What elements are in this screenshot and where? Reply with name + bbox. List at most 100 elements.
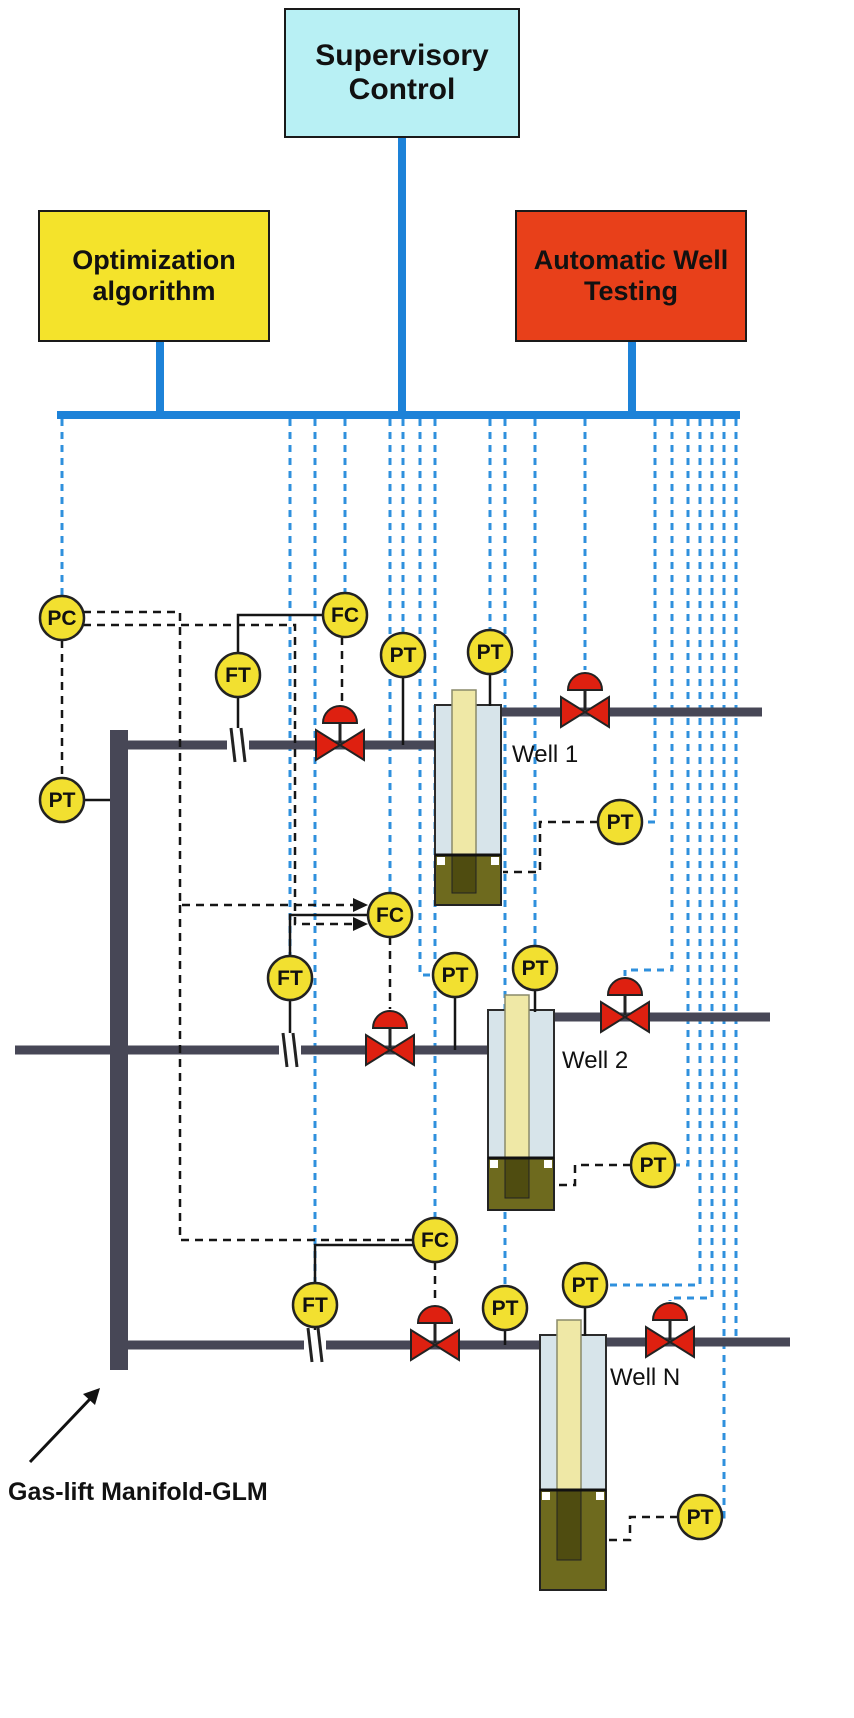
instrument-tag: PT xyxy=(49,789,76,812)
ft3-to-fc3-link xyxy=(313,1243,413,1283)
instrument-circle xyxy=(596,798,644,846)
well-2 xyxy=(487,994,555,1211)
arrow-shaft xyxy=(28,1397,92,1464)
instrument-pt-well2-bottomhole: PT xyxy=(629,1141,677,1189)
ft1-to-fc1-link xyxy=(236,613,323,653)
signal-line xyxy=(623,419,674,976)
automatic-well-testing-box: Automatic Well Testing xyxy=(515,210,747,342)
instrument-circle xyxy=(481,1284,529,1332)
arrowhead-icon xyxy=(353,898,368,912)
instrument-tag: PT xyxy=(492,1297,519,1320)
signal-line xyxy=(722,419,726,1519)
welln-tubing-shoe xyxy=(556,1489,582,1561)
well2-tubing-shoe xyxy=(504,1157,530,1199)
production-valve-well2 xyxy=(599,976,651,1034)
instrument-circle xyxy=(266,954,314,1002)
instrument-pt-well2-wellhead: PT xyxy=(511,944,559,992)
ft2-to-fc2-link xyxy=(288,913,368,956)
well2-bottomhole-pt-link xyxy=(556,1163,631,1187)
production-valve-well1 xyxy=(559,671,611,729)
instrument-tag: PT xyxy=(687,1506,714,1529)
injection-choke-valve-well1 xyxy=(314,704,366,762)
well-1 xyxy=(434,689,502,906)
production-valve-welln xyxy=(644,1301,696,1359)
instrument-ft-welln: FT xyxy=(291,1281,339,1329)
signal-line xyxy=(642,419,657,824)
well1-perforation-left xyxy=(437,857,445,865)
well1-label: Well 1 xyxy=(512,741,578,768)
pc-to-fc2-signal xyxy=(83,610,354,907)
instrument-pt-well1-bottomhole: PT xyxy=(596,798,644,846)
instrument-circle xyxy=(629,1141,677,1189)
instrument-pt-manifold: PT xyxy=(38,776,86,824)
instrument-circle xyxy=(321,591,369,639)
welln-bottomhole-pt-link xyxy=(608,1515,678,1542)
instrument-circle xyxy=(38,776,86,824)
signal-line xyxy=(668,419,714,1301)
orifice-plate-well1 xyxy=(225,726,251,764)
instrument-pt-welln-bottomhole: PT xyxy=(676,1493,724,1541)
instrument-circle xyxy=(379,631,427,679)
well1-tubing xyxy=(451,689,477,856)
instrument-circle xyxy=(561,1261,609,1309)
instrument-fc-welln: FC xyxy=(411,1216,459,1264)
instrument-tag: FT xyxy=(277,967,303,990)
instrument-pt-welln-injection: PT xyxy=(481,1284,529,1332)
instrument-pc-manifold: PC xyxy=(38,594,86,642)
well1-perforation-right xyxy=(491,857,499,865)
automatic-well-testing-label: Automatic Well Testing xyxy=(533,244,729,306)
instrument-tag: PT xyxy=(572,1274,599,1297)
optimization-algorithm-box: Optimization algorithm xyxy=(38,210,270,342)
instrument-circle xyxy=(411,1216,459,1264)
piping xyxy=(15,707,790,1370)
instrument-tag: PT xyxy=(477,641,504,664)
instrument-tag: FT xyxy=(302,1294,328,1317)
instrument-tag: FT xyxy=(225,664,251,687)
well2-perforation-left xyxy=(490,1160,498,1168)
trunk-to-fc3-signal xyxy=(178,905,412,1242)
instrument-circle xyxy=(466,628,514,676)
well2-perforation-right xyxy=(544,1160,552,1168)
instrument-tag: PT xyxy=(640,1154,667,1177)
instrument-circle xyxy=(291,1281,339,1329)
scada-signal-lines xyxy=(60,419,738,1519)
welln-tubing xyxy=(556,1319,582,1491)
gas-lift-manifold-label: Gas-lift Manifold-GLM xyxy=(8,1478,268,1506)
glm-annotation-arrow xyxy=(28,1388,100,1464)
instrument-pt-well1-wellhead: PT xyxy=(466,628,514,676)
injection-choke-valve-welln xyxy=(409,1304,461,1362)
instrument-tag: PT xyxy=(390,644,417,667)
control-signal-lines xyxy=(60,610,678,1542)
instrument-tag: FC xyxy=(421,1229,449,1252)
welln-perforation-left xyxy=(542,1492,550,1500)
control-network-bus xyxy=(57,138,740,419)
setpoint-to-fc2-signal xyxy=(83,623,354,926)
well2-tubing xyxy=(504,994,530,1159)
supervisory-control-label: Supervisory Control xyxy=(315,38,489,107)
instrument-ft-well2: FT xyxy=(266,954,314,1002)
instrument-circle xyxy=(366,891,414,939)
supervisory-control-box: Supervisory Control xyxy=(284,8,520,138)
arrowhead-icon xyxy=(83,1388,100,1405)
instrument-circle xyxy=(511,944,559,992)
instrument-fc-well1: FC xyxy=(321,591,369,639)
well1-tubing-shoe xyxy=(451,854,477,894)
well-n xyxy=(539,1319,607,1591)
orifice-plate-well2 xyxy=(277,1031,303,1069)
instrument-pt-well2-injection: PT xyxy=(431,951,479,999)
instrument-tag: PT xyxy=(442,964,469,987)
well1-bottomhole-pt-link xyxy=(503,820,598,874)
instrument-tag: PT xyxy=(522,957,549,980)
instrument-circle xyxy=(676,1493,724,1541)
process-connections xyxy=(84,613,587,1345)
orifice-plate-welln xyxy=(302,1326,328,1364)
instrument-circle xyxy=(214,651,262,699)
instrument-tag: FC xyxy=(376,904,404,927)
instrument-ft-well1: FT xyxy=(214,651,262,699)
well2-label: Well 2 xyxy=(562,1047,628,1074)
optimization-algorithm-label: Optimization algorithm xyxy=(72,244,236,306)
welln-perforation-right xyxy=(596,1492,604,1500)
instrument-tag: PC xyxy=(47,607,76,630)
